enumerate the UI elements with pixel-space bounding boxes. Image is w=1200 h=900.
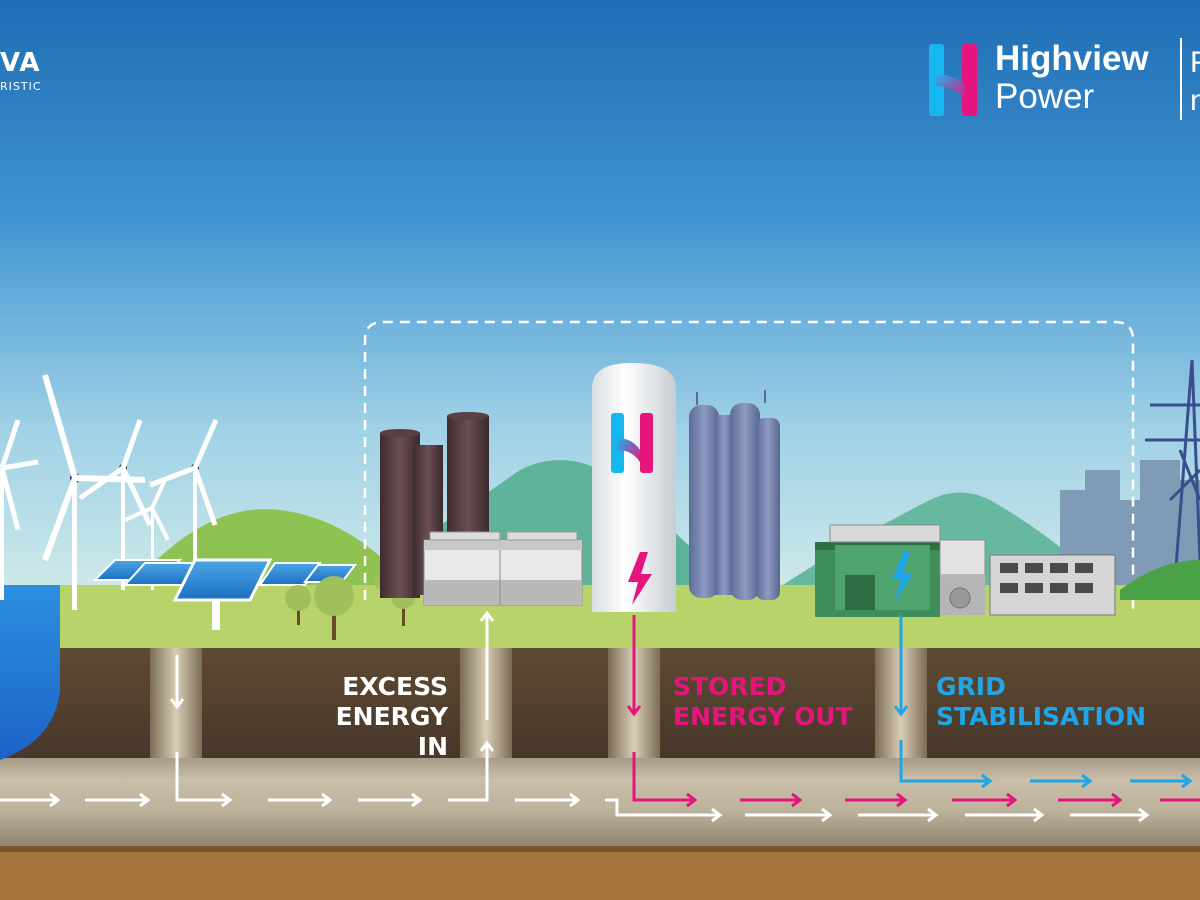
grid-label-line1: GRID [936,672,1006,701]
reservoir [0,585,60,760]
transmission-tower-icon [1145,359,1200,581]
trees [285,574,415,640]
generator-building [815,524,986,617]
h-logo-icon [611,413,653,473]
company-name-line1: Highview [995,39,1149,78]
h-logo-icon [929,44,977,116]
lightning-bolt-icon [892,552,913,602]
grid-stabilisation-label: GRID STABILISATION [936,672,1146,732]
partner-logo-main: VA [0,48,41,78]
process-building [423,531,583,606]
logo-divider [1180,38,1182,120]
excess-energy-in-label: EXCESS ENERGY IN [298,672,448,762]
excess-label-line1: EXCESS [342,672,448,701]
grid-flow [893,615,1193,789]
wind-turbine-icon [0,419,39,600]
stored-out-flow [626,615,1200,808]
heat-exchanger [989,554,1116,616]
company-name-line2: Power [995,77,1095,116]
stored-energy-out-label: STORED ENERGY OUT [673,672,853,732]
grid-label-line2: STABILISATION [936,702,1146,731]
wind-turbine-icon [149,418,219,590]
stored-label-line2: ENERGY OUT [673,702,853,731]
tagline-fragment-2: n [1190,84,1200,117]
lightning-bolt-icon [628,552,652,605]
plant-boundary [363,320,1135,610]
deep-soil [0,846,1200,900]
solar-panel-icon [92,558,358,630]
silos [689,390,780,600]
excess-label-line2: ENERGY IN [335,702,448,761]
wind-turbine-icon [78,419,153,590]
partner-logo: VA RISTIC [0,50,42,93]
tagline-fragment-1: F [1190,46,1200,79]
energy-in-flow [0,610,1150,823]
pipe [0,758,1200,846]
stored-label-line1: STORED [673,672,787,701]
partner-logo-sub: RISTIC [0,80,42,93]
right-hill [1120,560,1200,600]
wind-turbine-icon [124,479,170,590]
